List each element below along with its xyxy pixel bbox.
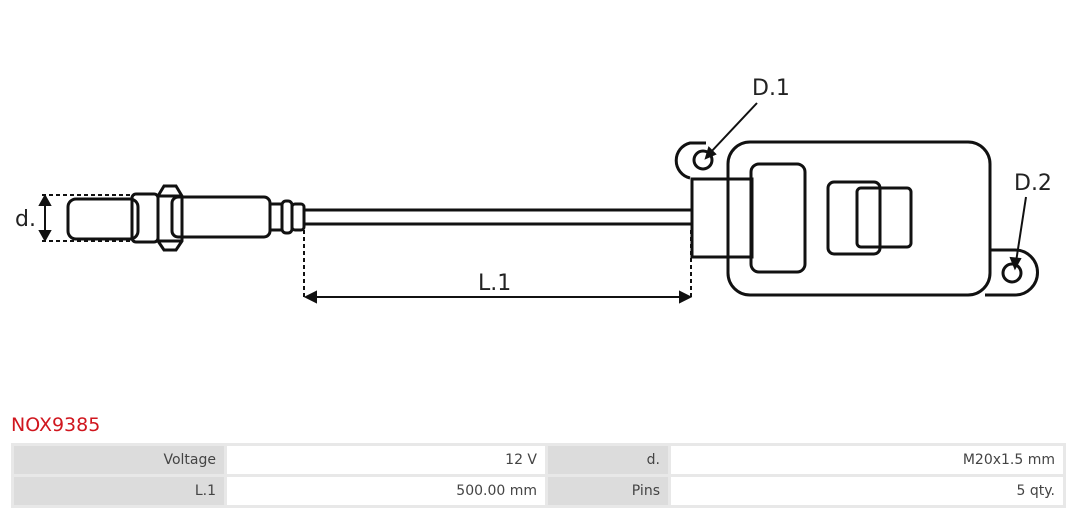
table-row: L.1 500.00 mm Pins 5 qty. [14, 477, 1063, 505]
sensor-diagram: d. L.1 D.1 D.2 [15, 76, 1052, 304]
product-code: NOX9385 [11, 414, 101, 436]
specs-table: Voltage 12 V d. M20x1.5 mm L.1 500.00 mm… [11, 443, 1066, 508]
spec-value: 5 qty. [671, 477, 1063, 505]
spec-label: L.1 [14, 477, 224, 505]
control-unit [674, 140, 1039, 297]
sensor-probe [66, 184, 306, 252]
spec-label: Voltage [14, 446, 224, 474]
spec-label: d. [548, 446, 668, 474]
label-d1: D.1 [752, 76, 790, 101]
label-l1: L.1 [478, 271, 511, 296]
label-d2: D.2 [1014, 171, 1052, 196]
spec-value: M20x1.5 mm [671, 446, 1063, 474]
label-d: d. [15, 207, 36, 232]
spec-label: Pins [548, 477, 668, 505]
table-row: Voltage 12 V d. M20x1.5 mm [14, 446, 1063, 474]
spec-value: 12 V [227, 446, 545, 474]
dimension-lines [38, 102, 1027, 304]
spec-value: 500.00 mm [227, 477, 545, 505]
cable [304, 208, 692, 226]
